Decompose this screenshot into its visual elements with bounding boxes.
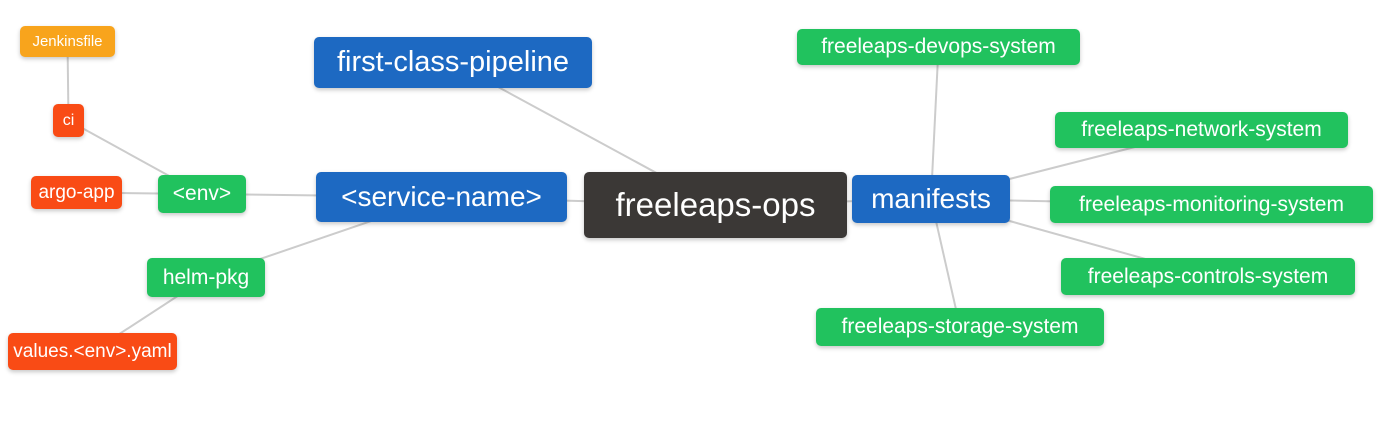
node-argo-app[interactable]: argo-app xyxy=(31,176,122,209)
node-freeleaps-ops[interactable]: freeleaps-ops xyxy=(584,172,847,238)
node-freeleaps-storage-system[interactable]: freeleaps-storage-system xyxy=(816,308,1104,346)
node-freeleaps-monitoring-system[interactable]: freeleaps-monitoring-system xyxy=(1050,186,1373,223)
node-first-class-pipeline[interactable]: first-class-pipeline xyxy=(314,37,592,88)
node-freeleaps-network-system[interactable]: freeleaps-network-system xyxy=(1055,112,1348,148)
node-helm-pkg[interactable]: helm-pkg xyxy=(147,258,265,297)
node-env[interactable]: <env> xyxy=(158,175,246,213)
node-values-env-yaml[interactable]: values.<env>.yaml xyxy=(8,333,177,370)
node-ci[interactable]: ci xyxy=(53,104,84,137)
node-freeleaps-controls-system[interactable]: freeleaps-controls-system xyxy=(1061,258,1355,295)
node-freeleaps-devops-system[interactable]: freeleaps-devops-system xyxy=(797,29,1080,65)
edge-manifests-devops-system xyxy=(930,46,940,200)
node-manifests[interactable]: manifests xyxy=(852,175,1010,223)
node-jenkinsfile[interactable]: Jenkinsfile xyxy=(20,26,115,57)
node-service-name[interactable]: <service-name> xyxy=(316,172,567,222)
